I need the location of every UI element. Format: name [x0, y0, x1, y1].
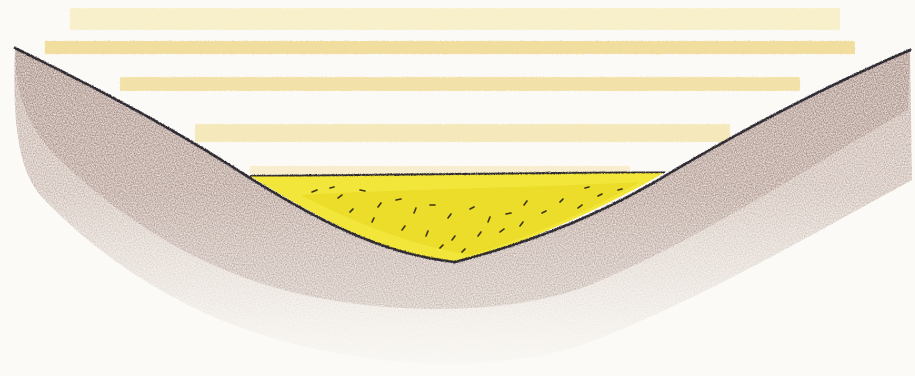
- haze-band: [120, 77, 800, 91]
- haze-band: [45, 41, 855, 54]
- haze-band: [195, 124, 730, 142]
- haze-band-top: [70, 8, 840, 30]
